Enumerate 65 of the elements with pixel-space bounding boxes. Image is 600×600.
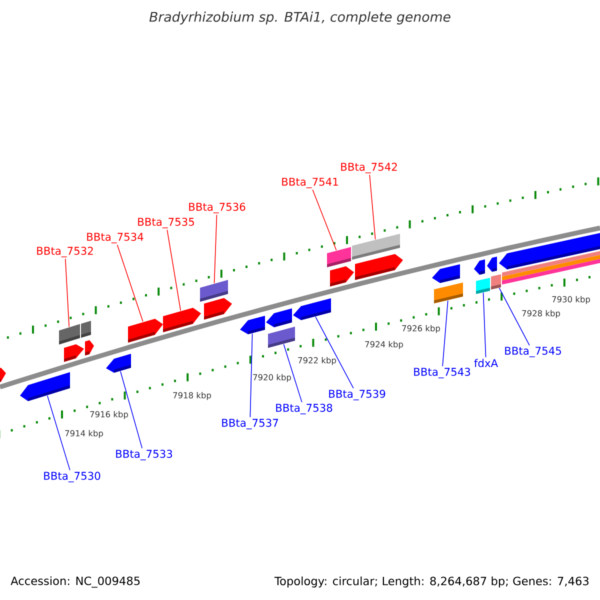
gene-block [293, 298, 331, 320]
gene-block [128, 318, 163, 343]
gene-block [434, 282, 463, 304]
gene-label: BBta_7543 [414, 368, 470, 378]
title: Bradyrhizobium sp. BTAi1, complete genome [149, 12, 450, 24]
scale-label: 7926 kbp [402, 325, 440, 333]
scale-label: 7920 kbp [253, 374, 291, 382]
gene-block [163, 308, 201, 332]
scale-label: 7930 kbp [552, 296, 590, 304]
leader-line [312, 189, 337, 251]
scale-label: 7918 kbp [173, 392, 211, 400]
leader-line [166, 229, 182, 312]
gene-block [268, 326, 295, 348]
gene-block [352, 234, 400, 260]
leader-line [482, 292, 486, 358]
gene-label: BBta_7545 [505, 346, 561, 358]
gene-label: BBta_7537 [222, 418, 278, 430]
leader-line [369, 174, 376, 240]
genome-info-text: Topology: circular; Length: 8,264,687 bp; Genes: 7,463 [274, 576, 588, 588]
gene-block [85, 340, 94, 356]
leader-line [283, 344, 302, 403]
leader-line [442, 300, 448, 367]
leader-line [120, 371, 142, 449]
gene-label: BBta_7533 [116, 450, 172, 460]
accession-text: Accession: NC_009485 [10, 576, 140, 588]
gene-block [487, 256, 497, 272]
scale-label: 7924 kbp [365, 341, 403, 349]
gene-block [327, 247, 351, 268]
gene-label: BBta_7541 [282, 178, 338, 188]
gene-block [476, 278, 490, 294]
leader-line [498, 288, 530, 346]
gene-block [106, 354, 131, 373]
scale-label: 7922 kbp [298, 357, 336, 365]
leader-line [214, 214, 218, 284]
gene-block [0, 368, 6, 384]
gene-label: BBta_7539 [329, 390, 386, 400]
scale-label: 7916 kbp [90, 411, 128, 419]
gene-block [491, 274, 501, 290]
leader-line [47, 395, 70, 471]
gene-band [502, 251, 600, 276]
gene-label: BBta_7530 [44, 472, 100, 482]
gene-block [200, 280, 228, 302]
leader-line [315, 316, 354, 389]
gene-band [502, 259, 600, 284]
gene-label: BBta_7538 [276, 404, 332, 414]
leader-line [64, 258, 70, 328]
scale-label: 7914 kbp [65, 430, 103, 438]
gene-block [240, 316, 265, 334]
scale-label: 7928 kbp [522, 310, 560, 318]
leader-line [250, 333, 253, 418]
leader-line [116, 244, 144, 322]
gene-label: fdxA [474, 358, 498, 368]
gene-block [20, 372, 70, 402]
gene-block [204, 298, 232, 320]
gene-label: BBta_7535 [138, 218, 194, 228]
gene-label: BBta_7536 [189, 202, 246, 214]
gene-band [502, 255, 600, 280]
gene-label: BBta_7532 [37, 246, 93, 258]
gene-block [432, 264, 460, 283]
gene-label: BBta_7534 [87, 232, 144, 244]
gene-block [474, 259, 485, 275]
gene-block [81, 320, 91, 338]
gene-block [330, 266, 354, 286]
gene-label: BBta_7542 [341, 162, 397, 174]
gene-block [266, 308, 292, 328]
